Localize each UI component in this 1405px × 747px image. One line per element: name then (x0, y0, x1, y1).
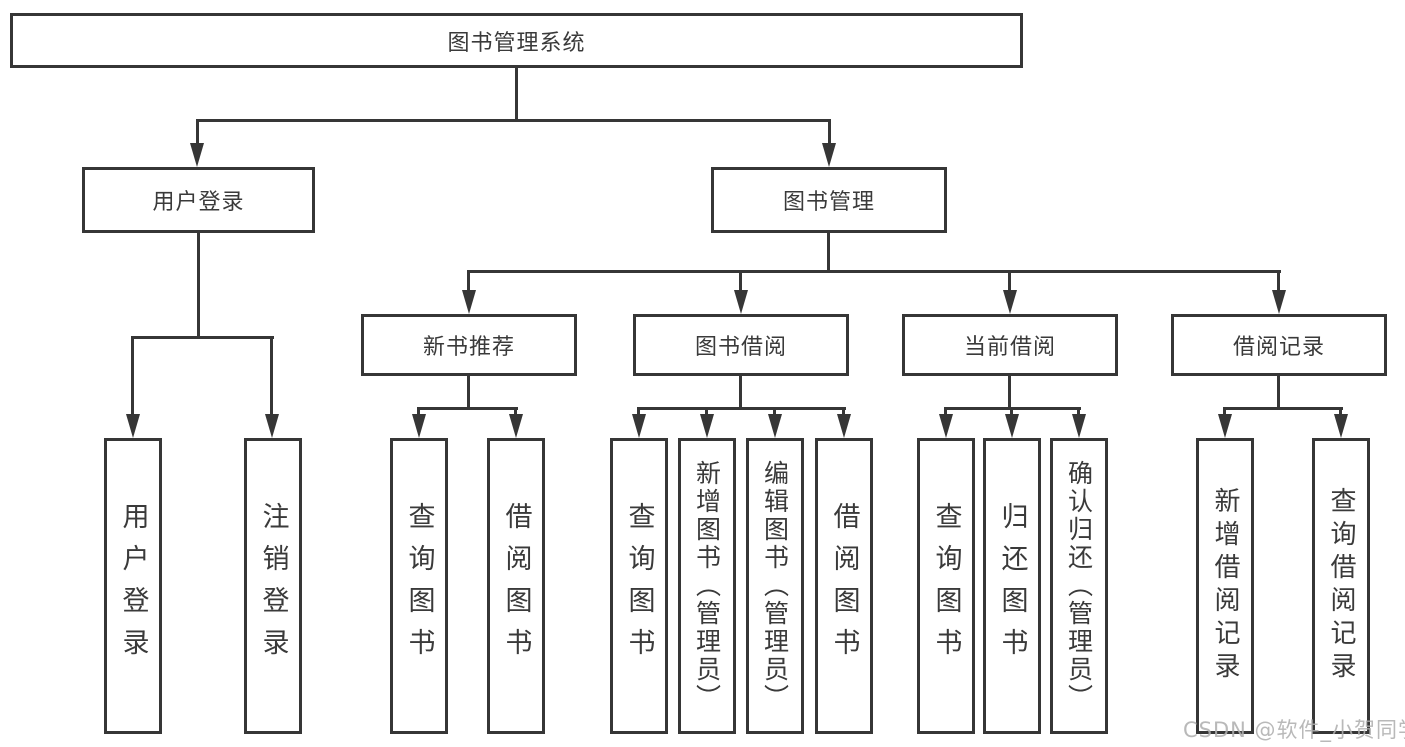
connector-line (197, 233, 200, 338)
node-book-management-label: 图书管理 (782, 190, 875, 215)
arrow-down-icon (509, 414, 523, 438)
connector-line (467, 376, 470, 409)
connector-line (1010, 407, 1013, 417)
connector-line (1223, 407, 1226, 417)
leaf-logout: 注销登录 (244, 438, 302, 734)
connector-line (467, 270, 470, 292)
connector-line (1339, 407, 1342, 417)
leaf-add-borrow-record-label: 新增借阅记录 (1210, 487, 1240, 685)
watermark: CSDN @软件_小贺同学 (1183, 718, 1405, 742)
connector-line (842, 407, 845, 417)
connector-line (417, 407, 420, 417)
node-user-login-label: 用户登录 (152, 190, 245, 215)
arrow-down-icon (126, 414, 140, 438)
arrow-down-icon (1003, 290, 1017, 314)
arrow-down-icon (265, 414, 279, 438)
arrow-down-icon (939, 414, 953, 438)
connector-line (131, 336, 134, 417)
leaf-return-book-label: 归还图书 (996, 502, 1028, 670)
connector-line (131, 336, 274, 339)
connector-line (270, 336, 273, 417)
arrow-down-icon (632, 414, 646, 438)
leaf-query-book-newbook: 查询图书 (390, 438, 448, 734)
arrow-down-icon (1272, 290, 1286, 314)
leaf-edit-book-admin-label: 编辑图书（管理员） (760, 460, 790, 712)
leaf-logout-label: 注销登录 (257, 502, 289, 670)
leaf-add-book-admin: 新增图书（管理员） (678, 438, 736, 734)
node-new-book-recommend-label: 新书推荐 (422, 335, 515, 360)
leaf-query-borrow-record: 查询借阅记录 (1312, 438, 1370, 734)
connector-line (1277, 270, 1280, 292)
arrow-down-icon (837, 414, 851, 438)
arrow-down-icon (1334, 414, 1348, 438)
leaf-borrow-book-label: 借阅图书 (828, 502, 860, 670)
connector-line (944, 407, 947, 417)
node-user-login: 用户登录 (82, 167, 315, 233)
connector-line (828, 119, 831, 146)
leaf-borrow-book-newbook: 借阅图书 (487, 438, 545, 734)
connector-line (637, 407, 640, 417)
connector-line (1277, 376, 1280, 409)
arrow-down-icon (822, 143, 836, 167)
connector-line (515, 68, 518, 121)
connector-line (1008, 376, 1011, 409)
connector-line (514, 407, 517, 417)
node-book-management: 图书管理 (711, 167, 947, 233)
leaf-add-book-admin-label: 新增图书（管理员） (692, 460, 722, 712)
node-new-book-recommend: 新书推荐 (361, 314, 577, 376)
leaf-user-login-label: 用户登录 (117, 502, 149, 670)
leaf-query-book-borrow: 查询图书 (610, 438, 668, 734)
connector-line (196, 119, 831, 122)
leaf-confirm-return-admin-label: 确认归还（管理员） (1064, 460, 1094, 712)
arrow-down-icon (1072, 414, 1086, 438)
connector-line (827, 233, 830, 272)
node-book-borrowing-label: 图书借阅 (694, 335, 787, 360)
node-current-borrowing-label: 当前借阅 (963, 335, 1056, 360)
leaf-return-book: 归还图书 (983, 438, 1041, 734)
leaf-borrow-book: 借阅图书 (815, 438, 873, 734)
connector-line (467, 270, 1281, 273)
leaf-query-book-current: 查询图书 (917, 438, 975, 734)
arrow-down-icon (1005, 414, 1019, 438)
connector-line (705, 407, 708, 417)
arrow-down-icon (700, 414, 714, 438)
leaf-user-login: 用户登录 (104, 438, 162, 734)
arrow-down-icon (462, 290, 476, 314)
leaf-add-borrow-record: 新增借阅记录 (1196, 438, 1254, 734)
leaf-confirm-return-admin: 确认归还（管理员） (1050, 438, 1108, 734)
arrow-down-icon (190, 143, 204, 167)
connector-line (637, 407, 846, 410)
node-borrowing-records-label: 借阅记录 (1232, 335, 1325, 360)
node-borrowing-records: 借阅记录 (1171, 314, 1387, 376)
leaf-query-book-current-label: 查询图书 (930, 502, 962, 670)
connector-line (417, 407, 518, 410)
leaf-query-borrow-record-label: 查询借阅记录 (1326, 487, 1356, 685)
node-current-borrowing: 当前借阅 (902, 314, 1118, 376)
connector-line (773, 407, 776, 417)
leaf-query-book-newbook-label: 查询图书 (403, 502, 435, 670)
leaf-query-book-borrow-label: 查询图书 (623, 502, 655, 670)
arrow-down-icon (412, 414, 426, 438)
connector-line (1223, 407, 1343, 410)
connector-line (739, 270, 742, 292)
connector-line (1008, 270, 1011, 292)
node-library-system-label: 图书管理系统 (447, 30, 586, 56)
connector-line (739, 376, 742, 409)
node-book-borrowing: 图书借阅 (633, 314, 849, 376)
node-library-system: 图书管理系统 (10, 13, 1023, 68)
connector-line (1077, 407, 1080, 417)
connector-line (196, 119, 199, 146)
leaf-borrow-book-newbook-label: 借阅图书 (500, 502, 532, 670)
leaf-edit-book-admin: 编辑图书（管理员） (746, 438, 804, 734)
arrow-down-icon (1218, 414, 1232, 438)
arrow-down-icon (734, 290, 748, 314)
arrow-down-icon (768, 414, 782, 438)
